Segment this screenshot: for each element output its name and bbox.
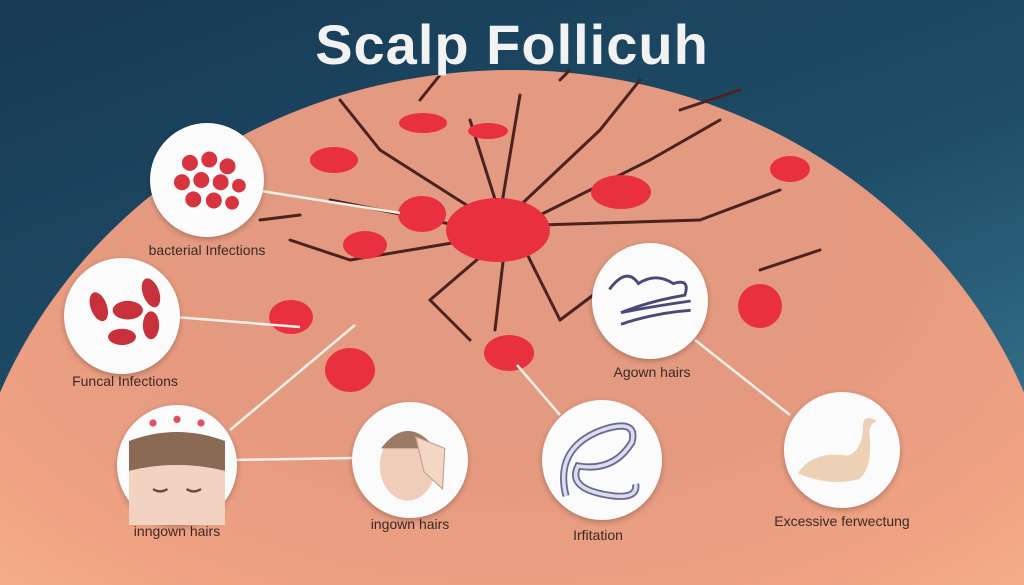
label-agown-hairs: Agown hairs: [613, 364, 691, 380]
label-ingrown-hairs-1: inngown hairs: [133, 523, 221, 539]
bacteria-icon: [173, 151, 246, 210]
label-ingrown-hairs-2: ingown hairs: [370, 516, 450, 532]
fungus-icon: [89, 278, 161, 345]
parasite-worm-icon: [560, 422, 640, 500]
person-holding-head-icon: [379, 431, 446, 501]
red-lesions: [269, 113, 810, 392]
label-irritation: Irfitation: [573, 527, 623, 543]
fungal-infection-circle: [64, 258, 180, 374]
ingrown-hairs-circle-1: [117, 405, 237, 525]
label-bacterial-infections: bacterial Infections: [148, 242, 266, 258]
label-excessive: Excessive ferwectung: [774, 513, 910, 529]
bacterial-infection-circle: [150, 123, 264, 237]
curled-hair-icon: [608, 274, 691, 326]
ingrown-hairs-circle-2: [352, 402, 468, 518]
connector-lines: [174, 188, 791, 462]
diagram-title: Scalp Follicuh: [315, 13, 709, 76]
excessive-circle: [784, 392, 900, 508]
agown-hairs-circle: [592, 243, 708, 359]
irritation-circle: [542, 400, 662, 520]
head-forehead-icon: [129, 415, 225, 525]
label-fungal-infections: Funcal Infections: [72, 373, 178, 389]
swan-shape-icon: [797, 418, 877, 482]
